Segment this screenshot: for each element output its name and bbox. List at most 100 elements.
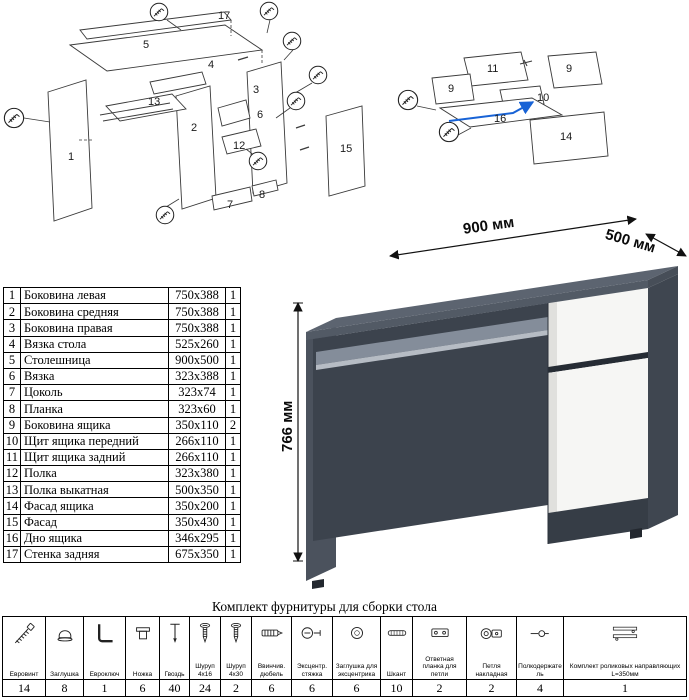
hardware-item-qty: 40 [160, 679, 189, 696]
part-size: 750х388 [168, 303, 226, 321]
hardware-item: Евроключ 1 [83, 617, 125, 696]
parts-table: 1 Боковина левая 750х388 1 2 Боковина ср… [3, 286, 241, 564]
dimension-arrows [293, 215, 687, 562]
part-callout: 14 [560, 131, 573, 143]
hex-key-icon [90, 619, 120, 647]
part-size: 266х110 [168, 448, 226, 467]
hardware-item: Эксцентр. стяжка 6 [291, 617, 332, 696]
part-number: 3 [3, 319, 21, 337]
hardware-item-label: Ответная планка для петли [422, 655, 457, 678]
table-row: 3 Боковина правая 750х388 1 [3, 319, 241, 337]
part-number: 11 [3, 448, 21, 467]
part-callout: 3 [253, 84, 260, 96]
part-name: Боковина правая [20, 319, 169, 337]
table-row: 1 Боковина левая 750х388 1 [3, 286, 241, 305]
part-name: Полка [20, 465, 169, 483]
hardware-item: Евровинт 14 [3, 617, 45, 696]
part-name: Дно ящика [20, 529, 169, 548]
part-qty: 1 [225, 351, 241, 369]
euro-screw-icon [9, 619, 39, 647]
screw-detail-icon [308, 65, 328, 85]
part-size: 750х388 [168, 286, 226, 305]
wood-dowel-icon [382, 619, 412, 647]
part-qty: 1 [225, 286, 241, 305]
part-callout: 10 [537, 92, 550, 104]
part-name: Полка выкатная [20, 481, 169, 499]
hardware-item-label: Евровинт [9, 670, 39, 678]
part-number: 17 [3, 545, 21, 564]
part-size: 323х60 [168, 400, 226, 418]
cam-lock-icon [297, 619, 327, 647]
hardware-item-qty: 6 [333, 679, 380, 696]
part-size: 323х388 [168, 367, 226, 386]
tabletop [306, 266, 678, 332]
part-name: Планка [20, 400, 169, 418]
part-qty: 1 [225, 465, 241, 483]
part-qty: 2 [225, 416, 241, 434]
part-qty: 1 [225, 384, 241, 402]
screw-detail-icon [3, 107, 25, 129]
part-qty: 1 [225, 545, 241, 564]
nail-icon [160, 619, 189, 647]
screw-detail-icon [438, 121, 460, 143]
part-number: 1 [3, 286, 21, 305]
part-callout: 9 [566, 63, 573, 75]
part-qty: 1 [225, 319, 241, 337]
drawer-slides-icon [610, 619, 640, 647]
hardware-kit-title: Комплект фурнитуры для сборки стола [212, 599, 437, 614]
drawer-detail-diagram [397, 51, 609, 165]
part-name: Столешница [20, 351, 169, 369]
hardware-item: Шуруп 4х16 24 [189, 617, 220, 696]
part-callout: 17 [218, 10, 231, 22]
screw-detail-icon [397, 89, 419, 111]
drawer-front [548, 288, 648, 367]
table-row: 16 Дно ящика 346х295 1 [3, 529, 241, 548]
hardware-item-label: Шкант [386, 670, 407, 678]
hardware-item: Комплект роликовых направляющих L=350мм … [563, 617, 686, 696]
part-name: Стенка задняя [20, 545, 169, 564]
cap-icon [50, 619, 80, 647]
part-number: 8 [3, 400, 21, 418]
hardware-item: Ввинчив. дюбель 6 [251, 617, 291, 696]
cam-detail-icon [282, 31, 302, 51]
part-number: 9 [3, 416, 21, 434]
main-exploded-diagram [3, 1, 366, 225]
hinge-icon [477, 619, 507, 647]
hardware-item-label: Ввинчив. дюбель [257, 663, 286, 678]
table-row: 12 Полка 323х380 1 [3, 465, 241, 483]
part-number: 14 [3, 497, 21, 515]
hardware-item-label: Заглушка [50, 670, 79, 678]
part-size: 323х380 [168, 465, 226, 483]
screw-detail-icon [286, 91, 306, 111]
table-row: 6 Вязка 323х388 1 [3, 367, 241, 386]
part-callout: 16 [494, 113, 507, 125]
part-number: 4 [3, 335, 21, 353]
hardware-item: Заглушка 8 [45, 617, 83, 696]
part-name: Фасад [20, 513, 169, 531]
hardware-item-label: Комплект роликовых направляющих L=350мм [569, 663, 681, 678]
part-size: 500х350 [168, 481, 226, 499]
part-size: 266х110 [168, 432, 226, 450]
part-qty: 1 [225, 335, 241, 353]
hardware-item-qty: 24 [190, 679, 220, 696]
hardware-item-qty: 14 [3, 679, 45, 696]
part-size: 323х74 [168, 384, 226, 402]
part-number: 13 [3, 481, 21, 499]
part-size: 350х430 [168, 513, 226, 531]
dimension-height-label: 766 мм [279, 400, 296, 452]
parts-table-body: 1 Боковина левая 750х388 1 2 Боковина ср… [3, 286, 241, 564]
part-size: 900х500 [168, 351, 226, 369]
hardware-item-label: Полкодержатель [518, 663, 562, 678]
part-callout: 9 [448, 83, 455, 95]
part-name: Вязка стола [20, 335, 169, 353]
foot-icon [128, 619, 158, 647]
part-name: Цоколь [20, 384, 169, 402]
part-number: 5 [3, 351, 21, 369]
part-callout: 1 [68, 151, 75, 163]
part-name: Щит ящика задний [20, 448, 169, 467]
hardware-item-qty: 1 [564, 679, 686, 696]
hardware-item-qty: 2 [413, 679, 466, 696]
part-callout: 2 [191, 122, 198, 134]
